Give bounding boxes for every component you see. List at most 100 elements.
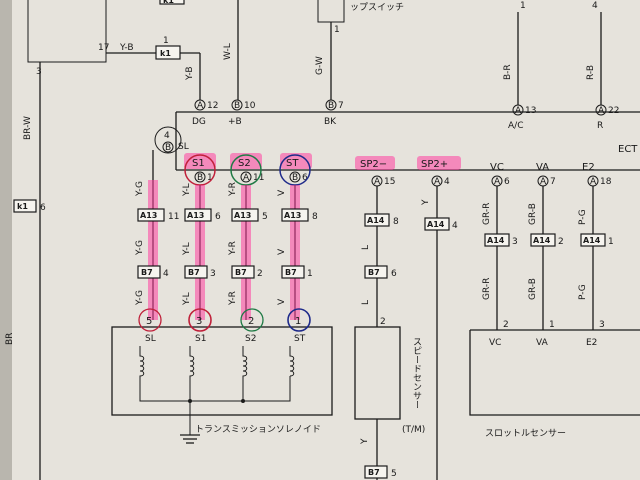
bottom-b7-pin: 5 — [391, 469, 397, 479]
svg-text:S1: S1 — [192, 158, 205, 169]
ecu-pin-bk: B 7 BK — [324, 99, 344, 127]
left-pin-3: 3 — [36, 67, 42, 77]
k1-top-connector — [159, 0, 185, 5]
svg-text:3: 3 — [512, 237, 518, 247]
svg-text:10: 10 — [244, 101, 256, 111]
svg-text:VC: VC — [490, 162, 504, 173]
svg-text:A13: A13 — [234, 211, 251, 220]
svg-text:GR-R: GR-R — [482, 203, 492, 225]
speed-sensor-bottom-wire: Y — [360, 438, 370, 445]
svg-text:E2: E2 — [582, 162, 595, 173]
svg-text:A: A — [540, 177, 547, 187]
r-b-wire-label: R-B — [586, 65, 596, 80]
svg-text:B7: B7 — [235, 268, 247, 277]
k1-row-wire: Y-B — [119, 43, 134, 53]
svg-text:B: B — [328, 101, 334, 111]
wire-label-v-1: V — [277, 189, 287, 196]
solenoid-wires — [148, 150, 300, 320]
svg-text:B7: B7 — [285, 268, 297, 277]
speed-sensor-label: スピードセンサー — [411, 337, 422, 409]
throttle-name-vc: VC — [489, 338, 501, 348]
svg-text:2: 2 — [558, 237, 564, 247]
b-r-wire-label: B-R — [503, 64, 513, 80]
solenoid-title: トランスミッションソレノイド — [195, 424, 321, 435]
svg-text:B7: B7 — [368, 268, 380, 277]
svg-text:ST: ST — [294, 334, 306, 344]
k1-row-connector-label: k1 — [160, 49, 171, 58]
svg-text:BK: BK — [324, 117, 337, 127]
svg-text:VA: VA — [536, 162, 549, 173]
svg-text:GR-B: GR-B — [528, 278, 538, 300]
wire-label-yr-2: Y-R — [228, 241, 238, 256]
svg-text:6: 6 — [504, 177, 510, 187]
svg-text:A: A — [197, 101, 204, 111]
solenoid-coils — [139, 346, 295, 435]
svg-text:7: 7 — [338, 101, 344, 111]
k1-row-pin: 17 — [98, 43, 109, 53]
y-b-wire-label: Y-B — [185, 66, 195, 81]
svg-text:+B: +B — [228, 117, 242, 127]
svg-text:P-G: P-G — [578, 209, 588, 225]
svg-text:SL: SL — [145, 334, 156, 344]
ecu-pin-plus-b: B 10 +B — [228, 99, 256, 127]
svg-text:S2: S2 — [245, 334, 256, 344]
bottom-b7-label: B7 — [368, 468, 380, 477]
svg-text:1: 1 — [207, 173, 213, 183]
svg-text:13: 13 — [525, 106, 536, 116]
svg-text:1: 1 — [307, 269, 313, 279]
wire-label-yg-2: Y-G — [135, 240, 145, 256]
svg-text:A13: A13 — [187, 211, 204, 220]
wire-label-yl-3: Y-L — [182, 292, 192, 306]
k1-row-right-pin: 1 — [163, 36, 169, 46]
throttle-name-va: VA — [536, 338, 549, 348]
svg-text:1: 1 — [608, 237, 614, 247]
svg-text:S2: S2 — [238, 158, 251, 169]
throttle-name-e2: E2 — [586, 338, 597, 348]
svg-text:4: 4 — [163, 269, 169, 279]
wire-label-v-2: V — [277, 248, 287, 255]
svg-text:P-G: P-G — [578, 284, 588, 300]
svg-text:DG: DG — [192, 117, 206, 127]
svg-text:12: 12 — [207, 101, 218, 111]
solenoid-pins: 5 3 2 1 SL S1 S2 ST — [138, 308, 311, 344]
svg-text:A: A — [515, 106, 522, 116]
k1-mid-pin: 6 — [40, 203, 46, 213]
svg-text:A14: A14 — [427, 220, 445, 229]
br-w-wire-label: BR-W — [23, 116, 33, 140]
svg-text:4: 4 — [444, 177, 450, 187]
ecu-pin-dg: A 12 DG — [192, 99, 218, 127]
svg-text:R: R — [597, 121, 603, 131]
ground-icon — [180, 434, 200, 444]
k1-top-label: k1 — [163, 0, 174, 5]
svg-text:8: 8 — [312, 212, 318, 222]
svg-text:Y: Y — [421, 199, 431, 206]
solenoid-box — [111, 326, 333, 416]
svg-text:B: B — [234, 101, 240, 111]
svg-text:1: 1 — [549, 320, 555, 330]
svg-text:A: A — [590, 177, 597, 187]
wire-label-yr-1: Y-R — [228, 182, 238, 197]
svg-text:A: A — [374, 177, 381, 187]
svg-text:GR-R: GR-R — [482, 278, 492, 300]
k1-mid-connector — [13, 199, 37, 213]
speed-sensor-wiring: A14 8 L B7 6 L 2 — [361, 186, 399, 327]
svg-text:2: 2 — [380, 317, 386, 327]
ecu-pin-r: A 22 R — [595, 104, 619, 131]
svg-text:2: 2 — [257, 269, 263, 279]
svg-text:B: B — [292, 173, 298, 183]
throttle-title: スロットルセンサー — [485, 428, 566, 439]
br-wire-label: BR — [5, 333, 15, 345]
speed-sensor-suffix: (T/M) — [402, 425, 425, 435]
ecu-label: ECT — [618, 144, 638, 155]
svg-text:A: A — [434, 177, 441, 187]
svg-text:S1: S1 — [195, 334, 206, 344]
svg-text:1: 1 — [295, 316, 301, 327]
switch-text: ップスイッチ — [350, 2, 404, 13]
svg-text:A: A — [494, 177, 501, 187]
wire-label-yl-1: Y-L — [182, 183, 192, 197]
ecu-pin-sl: 4 B SL — [154, 126, 189, 154]
svg-text:A/C: A/C — [508, 121, 523, 131]
